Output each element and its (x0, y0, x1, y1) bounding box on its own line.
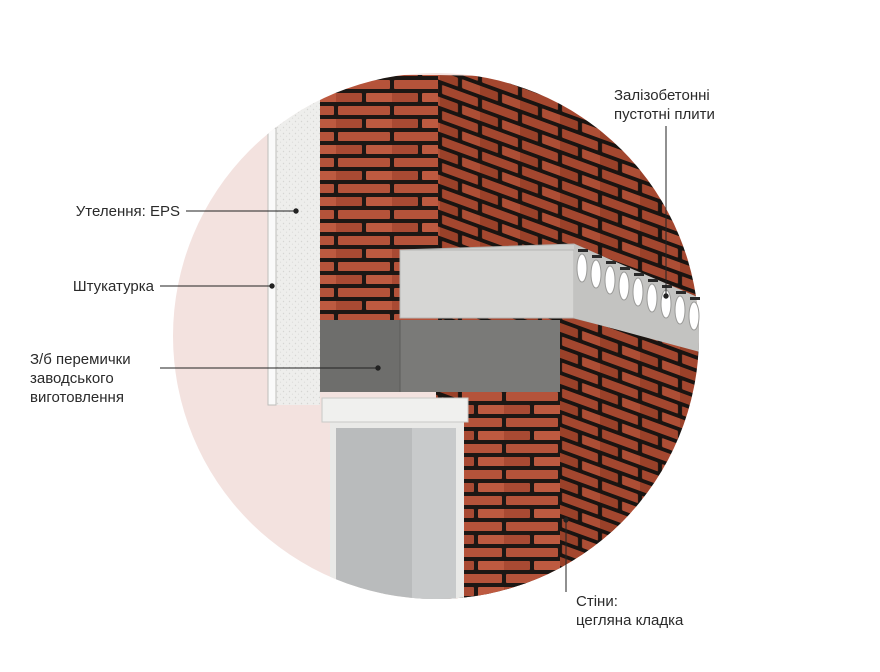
window-sill-top (321, 397, 469, 423)
slab-core-hole (688, 301, 700, 331)
rebar-end (606, 261, 616, 264)
slab-core-hole (618, 271, 630, 301)
slab-core-hole (590, 259, 602, 289)
rebar-end (578, 249, 588, 252)
label-lintel-line1: З/б перемички (30, 351, 131, 368)
rebar-end (690, 297, 700, 300)
label-walls-line2: цегляна кладка (576, 612, 684, 629)
eps-insulation (276, 100, 320, 405)
label-slabs-line2: пустотні плити (614, 106, 715, 123)
label-lintel-line3: виготовлення (30, 389, 124, 406)
label-slabs: Залізобетонні пустотні плити (614, 86, 715, 124)
slab-core-hole (674, 295, 686, 325)
slab-core-hole (604, 265, 616, 295)
slab-cores (576, 249, 700, 331)
rebar-end (648, 279, 658, 282)
rebar-end (620, 267, 630, 270)
label-walls-line1: Стіни: (576, 593, 618, 610)
label-walls: Стіни: цегляна кладка (576, 592, 683, 630)
slab-core-hole (632, 277, 644, 307)
brick-wall-right-of-window (462, 380, 566, 599)
label-insulation: Утелення: EPS (75, 203, 180, 220)
label-slabs-line1: Залізобетонні (614, 87, 710, 104)
label-lintel: З/б перемички заводського виготовлення (30, 350, 131, 407)
label-plaster: Штукатурка (72, 278, 154, 295)
rebar-end (634, 273, 644, 276)
label-lintel-line2: заводського (30, 370, 114, 387)
rebar-end (592, 255, 602, 258)
slab-core-hole (646, 283, 658, 313)
rebar-end (662, 285, 672, 288)
leader-lines (160, 126, 669, 592)
plaster-layer (267, 127, 277, 406)
rebar-end (676, 291, 686, 294)
slab-core-hole (576, 253, 588, 283)
